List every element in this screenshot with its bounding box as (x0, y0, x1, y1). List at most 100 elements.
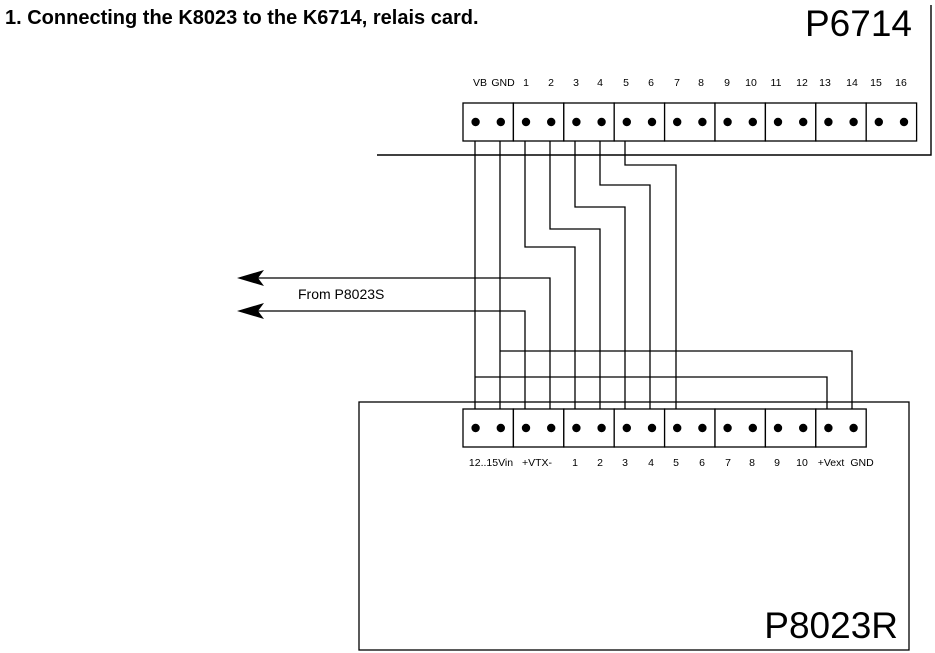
p8023r-pin-label: 10 (796, 457, 808, 469)
wire-gnd-to-gnd (500, 350, 853, 428)
p6714-pin-label: VB (473, 77, 487, 89)
p6714-pin-label: 12 (796, 77, 808, 89)
p8023r-terminal-screw (521, 423, 531, 433)
p6714-pin-label: 11 (771, 77, 782, 89)
p6714-pin-label: 13 (819, 77, 831, 89)
p6714-terminal-segment (563, 102, 615, 142)
p8023r-terminal-screw (471, 423, 480, 433)
p6714-terminal-segment (764, 102, 817, 142)
p6714-pin-label: 2 (548, 77, 554, 89)
p8023r-terminal-segment (663, 408, 716, 448)
p6714-pin-label: 9 (724, 77, 730, 89)
p8023r-terminal-screw (698, 423, 707, 433)
p8023r-terminal-screw (824, 423, 833, 433)
p6714-terminal-screw (899, 117, 909, 127)
p8023r-terminal-screw (547, 423, 556, 433)
p8023r-terminal-screw (748, 423, 757, 433)
p8023r-terminal-screw (773, 423, 783, 433)
p8023r-pin-label: 8 (749, 457, 755, 469)
p6714-terminal-screw (673, 117, 682, 127)
p6714-pin-label: 16 (895, 77, 907, 89)
page-title: 1. Connecting the K8023 to the K6714, re… (5, 7, 479, 29)
p6714-terminal-segment (462, 102, 515, 142)
p6714-terminal-segment (512, 102, 565, 142)
p8023r-pin-label: 1 (572, 457, 578, 469)
p6714-terminal-screw (471, 117, 480, 127)
p8023r-terminal-screw (673, 423, 682, 433)
arrow-left-icon (237, 270, 264, 286)
p6714-pin-label: 14 (846, 77, 858, 89)
wire-5-to-5 (624, 122, 677, 428)
p8023r-pin-label: 7 (725, 457, 731, 469)
p8023r-terminal-segment (613, 408, 666, 448)
from-p8023s-wire-lower (245, 310, 526, 422)
wire-1-to-1 (524, 122, 576, 428)
p6714-terminal-segment (815, 102, 867, 142)
p6714-terminal-screw (521, 117, 531, 127)
p6714-terminal-screw (572, 117, 581, 127)
p8023r-pin-label: 4 (648, 457, 654, 469)
p6714-pin-label: 10 (745, 77, 757, 89)
p6714-terminal-screw (874, 117, 883, 127)
p6714-pin-label: 8 (698, 77, 704, 89)
p6714-terminal-block (462, 102, 918, 142)
p6714-pin-label: 15 (870, 77, 882, 89)
p8023r-terminal-screw (849, 423, 858, 433)
p6714-pin-label: 7 (674, 77, 680, 89)
p8023r-pin-label: 3 (622, 457, 628, 469)
p6714-terminal-screw (824, 117, 833, 127)
p6714-terminal-screw (647, 117, 657, 127)
p8023r-terminal-screw (496, 423, 505, 433)
p6714-pin-label: 4 (597, 77, 603, 89)
from-p8023s-wire-upper (245, 277, 551, 422)
p6714-terminal-screw (723, 117, 732, 127)
p8023r-terminal-segment (462, 408, 515, 448)
p8023r-pin-label: GND (850, 457, 874, 469)
p6714-pin-label: GND (491, 77, 515, 89)
p6714-terminal-screw (799, 117, 808, 127)
p8023r-pin-label: 5 (673, 457, 679, 469)
p8023r-terminal-segment (714, 408, 767, 448)
p6714-terminal-segment (714, 102, 767, 142)
p8023r-pin-label: 12..15Vin (469, 457, 513, 469)
p6714-terminal-segment (613, 102, 666, 142)
p6714-board-edge (377, 5, 932, 156)
p8023r-pin-label: +VTX- (522, 457, 553, 469)
p8023r-board-label: P8023R (764, 605, 898, 646)
p6714-terminal-screw (496, 117, 505, 127)
p8023r-terminal-screw (723, 423, 732, 433)
connection-wires (474, 122, 853, 428)
p8023r-pin-label: 9 (774, 457, 780, 469)
p8023r-terminal-segment (512, 408, 565, 448)
p8023r-terminal-screw (572, 423, 581, 433)
p8023r-pin-label: 6 (699, 457, 705, 469)
wire-3-to-3 (574, 122, 626, 428)
p6714-pin-label: 3 (573, 77, 579, 89)
p6714-pin-label: 5 (623, 77, 629, 89)
p6714-board-label: P6714 (805, 3, 912, 44)
p8023r-terminal-segment (563, 408, 615, 448)
wire-2-to-2 (549, 122, 601, 428)
p6714-terminal-screw (597, 117, 606, 127)
p6714-terminal-screw (849, 117, 858, 127)
p6714-terminal-screw (547, 117, 556, 127)
p6714-terminal-screw (622, 117, 631, 127)
p6714-terminal-segment (865, 102, 918, 142)
p8023r-terminal-block (462, 408, 867, 448)
arrow-left-icon (237, 303, 264, 319)
p8023r-terminal-segment (815, 408, 867, 448)
p6714-pin-label: 1 (523, 77, 529, 89)
from-p8023s-label: From P8023S (298, 286, 384, 302)
p6714-terminal-screw (748, 117, 757, 127)
p8023r-terminal-screw (799, 423, 808, 433)
wire-4-to-4 (599, 122, 651, 428)
p8023r-terminal-screw (622, 423, 631, 433)
p8023r-terminal-screw (597, 423, 606, 433)
p8023r-terminal-segment (764, 408, 817, 448)
p8023r-terminal-screw (647, 423, 657, 433)
p8023r-pin-label: +Vext (818, 457, 845, 469)
p6714-terminal-screw (698, 117, 707, 127)
